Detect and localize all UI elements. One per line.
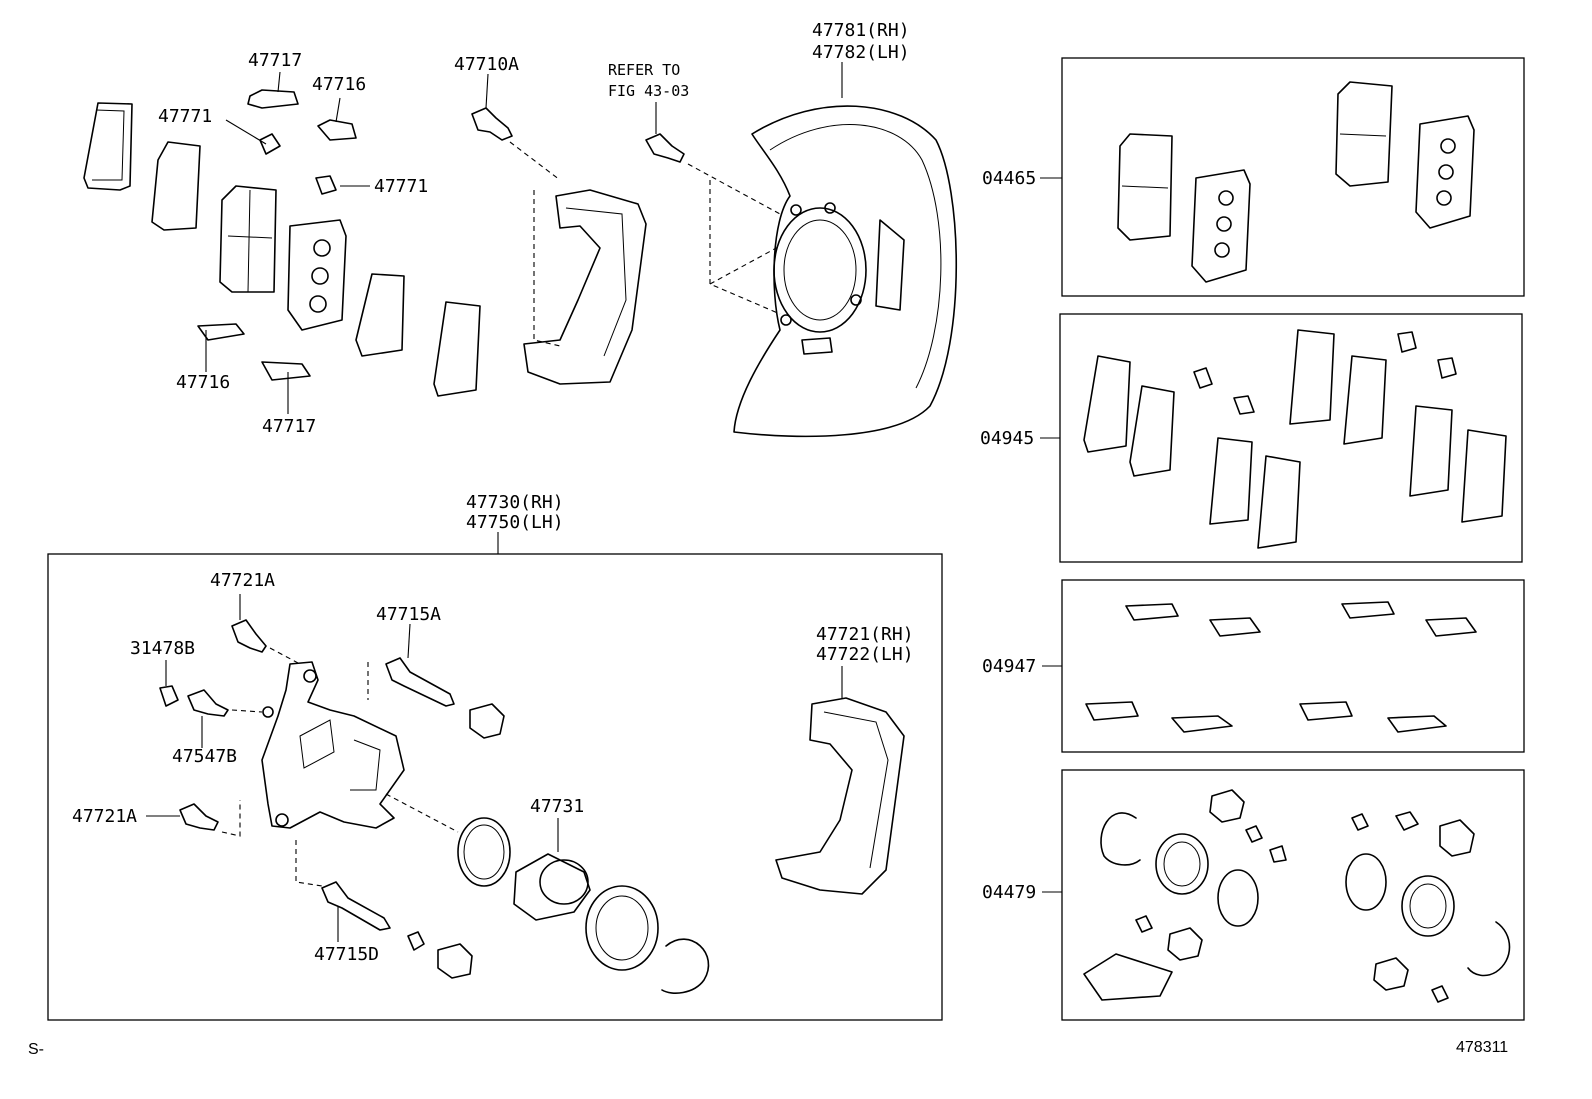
- label-47721a-upper: 47721A: [210, 570, 275, 591]
- pad-shim-group-upper: [83, 71, 481, 414]
- footer-left-code: S-: [28, 1041, 44, 1058]
- label-47750-lh: 47750(LH): [466, 512, 564, 533]
- figure-number: 478311: [1456, 1039, 1508, 1056]
- label-47717-upper: 47717: [248, 50, 302, 71]
- label-47722-lh: 47722(LH): [816, 644, 914, 665]
- label-47782-lh: 47782(LH): [812, 42, 910, 63]
- label-47717-lower: 47717: [262, 416, 316, 437]
- label-47716-upper: 47716: [312, 74, 366, 95]
- label-04945: 04945: [980, 428, 1034, 449]
- label-47721-rh: 47721(RH): [816, 624, 914, 645]
- label-47715d: 47715D: [314, 944, 379, 965]
- label-47716-lower: 47716: [176, 372, 230, 393]
- label-47547b: 47547B: [172, 746, 237, 767]
- disc-dust-cover: [733, 62, 958, 438]
- label-31478b: 31478B: [130, 638, 195, 659]
- caliper-assembly: [146, 594, 905, 994]
- kit-box-shims: [1040, 313, 1523, 563]
- label-47771-upper: 47771: [158, 106, 212, 127]
- mount-bolt-and-support: [471, 73, 781, 385]
- label-refer-line2: FIG 43-03: [608, 82, 689, 100]
- label-47781-rh: 47781(RH): [812, 20, 910, 41]
- caliper-assembly-box: [47, 553, 943, 1021]
- label-47721a-lower: 47721A: [72, 806, 137, 827]
- kit-box-fitting: [1042, 579, 1525, 753]
- kit-box-pads: [1040, 57, 1525, 297]
- label-47730-rh: 47730(RH): [466, 492, 564, 513]
- label-refer-line1: REFER TO: [608, 61, 680, 79]
- kit-box-cylinder: [1042, 769, 1525, 1021]
- label-47731: 47731: [530, 796, 584, 817]
- label-47710a: 47710A: [454, 54, 519, 75]
- label-04947: 04947: [982, 656, 1036, 677]
- part-labels: 47717 47716 47771 47771 47716 47717 4771…: [28, 20, 1508, 1058]
- label-47771-mid: 47771: [374, 176, 428, 197]
- label-04479: 04479: [982, 882, 1036, 903]
- label-47715a: 47715A: [376, 604, 441, 625]
- label-04465: 04465: [982, 168, 1036, 189]
